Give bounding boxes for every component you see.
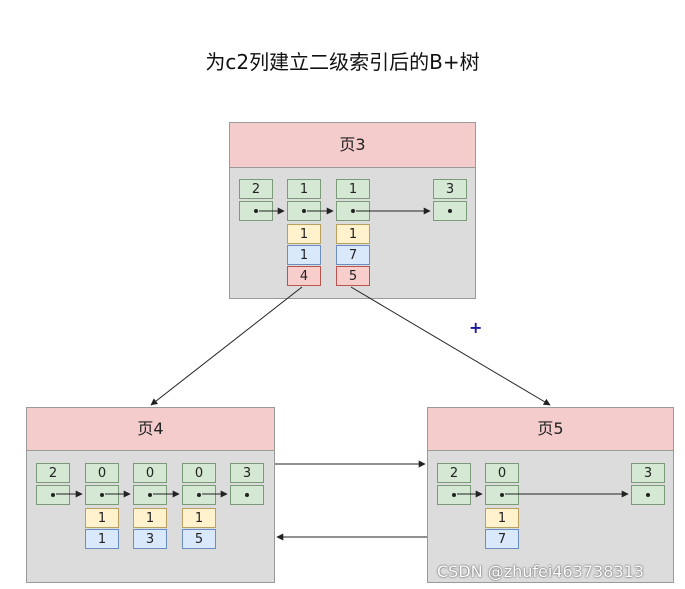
page-4-record-5-pointer: [230, 485, 264, 505]
edge-page3-to-page4: [150, 286, 303, 406]
edge-page3-to-page5: [350, 286, 551, 406]
page-5-record-3-key: 3: [631, 463, 665, 483]
page-3-record-3-key: 1: [336, 179, 370, 199]
page-4-record-4-c2: 1: [182, 508, 216, 528]
page-3-record-3-c2: 1: [336, 224, 370, 244]
page-4-record-1-pointer: [36, 485, 70, 505]
page-5-header: 页5: [428, 408, 673, 451]
page-4-record-2-key: 0: [85, 463, 119, 483]
page-3-record-1-key: 2: [239, 179, 273, 199]
page-3-node: 页3 2 1 1 1 4 1 1 7 5 3: [229, 122, 476, 299]
page-3-record-2-pk: 4: [287, 266, 321, 286]
page-3-record-4-key: 3: [433, 179, 467, 199]
page-4-record-4-key: 0: [182, 463, 216, 483]
page-5-record-2-c2: 1: [485, 508, 519, 528]
page-4-record-2-pointer: [85, 485, 119, 505]
page-4-record-5-key: 3: [230, 463, 264, 483]
page-3-header: 页3: [230, 123, 475, 168]
page-4-record-3-key: 0: [133, 463, 167, 483]
page-4-record-4-pointer: [182, 485, 216, 505]
page-3-record-4-pointer: [433, 201, 467, 221]
page-4-header: 页4: [27, 408, 274, 451]
page-4-record-1-key: 2: [36, 463, 70, 483]
crosshair-cursor-icon: +: [469, 318, 483, 337]
page-3-record-3-c1: 7: [336, 245, 370, 265]
page-3-record-2-key: 1: [287, 179, 321, 199]
page-5-record-1-pointer: [437, 485, 471, 505]
page-4-record-3-c2: 1: [133, 508, 167, 528]
page-3-record-2-c2: 1: [287, 224, 321, 244]
page-4-record-3-c1: 3: [133, 529, 167, 549]
diagram-title: 为c2列建立二级索引后的B+树: [205, 50, 480, 74]
page-4-node: 页4 2 0 1 1 0 1 3 0 1 5 3: [26, 407, 275, 583]
page-4-record-2-c2: 1: [85, 508, 119, 528]
page-5-record-2-pointer: [485, 485, 519, 505]
watermark: CSDN @zhufei463738313: [437, 562, 644, 581]
page-5-record-3-pointer: [631, 485, 665, 505]
page-3-record-3-pk: 5: [336, 266, 370, 286]
page-4-record-4-c1: 5: [182, 529, 216, 549]
page-5-node: 页5 2 0 1 7 3: [427, 407, 674, 583]
page-4-record-2-c1: 1: [85, 529, 119, 549]
page-5-record-2-c1: 7: [485, 529, 519, 549]
page-4-record-3-pointer: [133, 485, 167, 505]
page-5-record-1-key: 2: [437, 463, 471, 483]
page-5-record-2-key: 0: [485, 463, 519, 483]
page-3-record-2-c1: 1: [287, 245, 321, 265]
